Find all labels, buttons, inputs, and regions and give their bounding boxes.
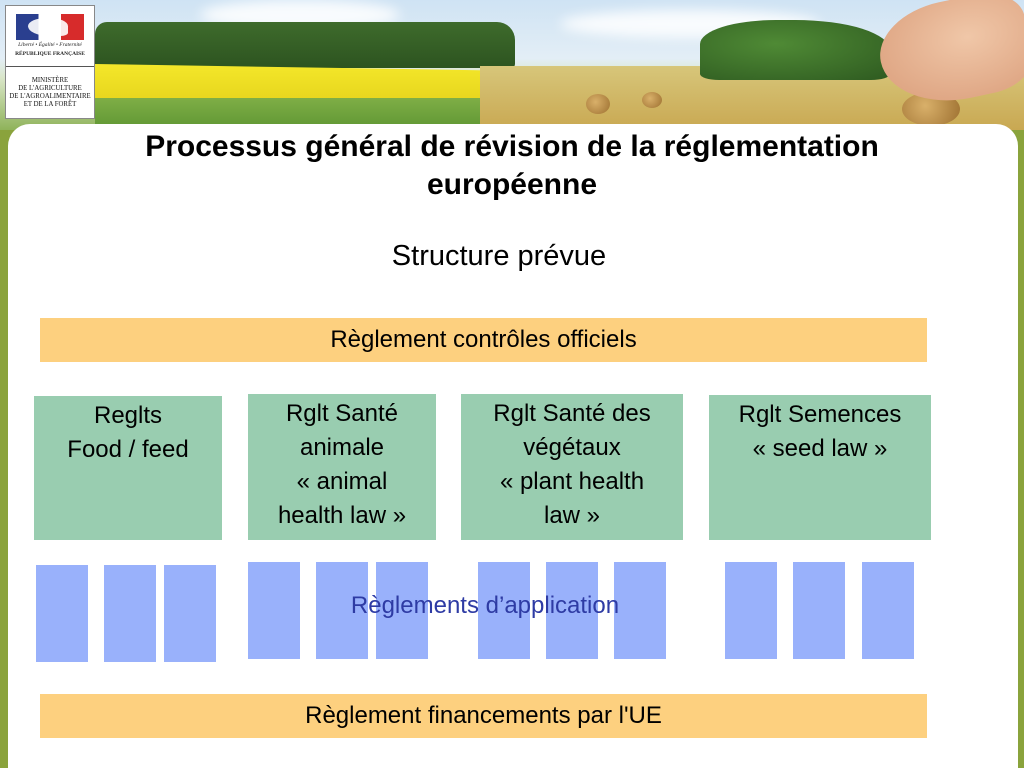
implementing-regulation-block xyxy=(248,562,300,659)
seed-law-regulation-box: Rglt Semences « seed law » xyxy=(709,395,931,540)
logo-republic: RÉPUBLIQUE FRANÇAISE xyxy=(15,51,85,57)
implementing-regulation-block xyxy=(376,562,428,659)
box-line: végétaux xyxy=(523,434,621,461)
implementing-regulation-block xyxy=(164,565,216,662)
hay-bale xyxy=(586,94,610,114)
tree-cluster xyxy=(700,20,890,80)
box-line: Rglt Santé des xyxy=(493,400,651,427)
box-line: health law » xyxy=(277,502,407,529)
eu-funding-regulation-bar: Règlement financements par l'UE xyxy=(40,694,927,738)
implementing-regulation-block xyxy=(316,562,368,659)
header-photo-banner xyxy=(0,0,1024,130)
implementing-regulations-label: Règlements d’application xyxy=(350,592,620,619)
box-line: Reglts xyxy=(93,402,163,429)
implementing-regulation-block xyxy=(546,562,598,659)
box-line: « seed law » xyxy=(752,435,888,462)
box-line: « plant health xyxy=(499,468,645,495)
implementing-regulation-block xyxy=(36,565,88,662)
box-line: Rglt Santé xyxy=(285,400,399,427)
implementing-regulation-block xyxy=(614,562,666,659)
box-line: Rglt Semences xyxy=(738,401,902,428)
slide-title: Processus général de révision de la régl… xyxy=(145,130,879,201)
plant-health-regulation-box: Rglt Santé des végétaux « plant health l… xyxy=(461,394,683,540)
implementing-regulation-block xyxy=(104,565,156,662)
box-line: animale xyxy=(299,434,385,461)
implementing-regulation-block xyxy=(478,562,530,659)
ministry-logo: Liberté • Égalité • Fraternité RÉPUBLIQU… xyxy=(5,5,95,119)
tree-line xyxy=(95,22,515,68)
slide-subtitle: Structure prévue xyxy=(391,240,607,272)
box-line: law » xyxy=(543,502,601,529)
marianne-icon xyxy=(28,18,68,36)
implementing-regulation-block xyxy=(862,562,914,659)
food-feed-regulation-box: Reglts Food / feed xyxy=(34,396,222,540)
logo-ministry-name: MINISTÈRE DE L'AGRICULTURE DE L'AGROALIM… xyxy=(9,77,91,108)
animal-health-regulation-box: Rglt Santé animale « animal health law » xyxy=(248,394,436,540)
implementing-regulation-block xyxy=(725,562,777,659)
box-line: « animal xyxy=(296,468,388,495)
hay-bale xyxy=(642,92,662,108)
logo-divider xyxy=(6,66,94,67)
box-line: Food / feed xyxy=(67,436,189,463)
logo-motto: Liberté • Égalité • Fraternité xyxy=(18,42,82,48)
official-controls-regulation-bar: Règlement contrôles officiels xyxy=(40,318,927,362)
implementing-regulation-block xyxy=(793,562,845,659)
